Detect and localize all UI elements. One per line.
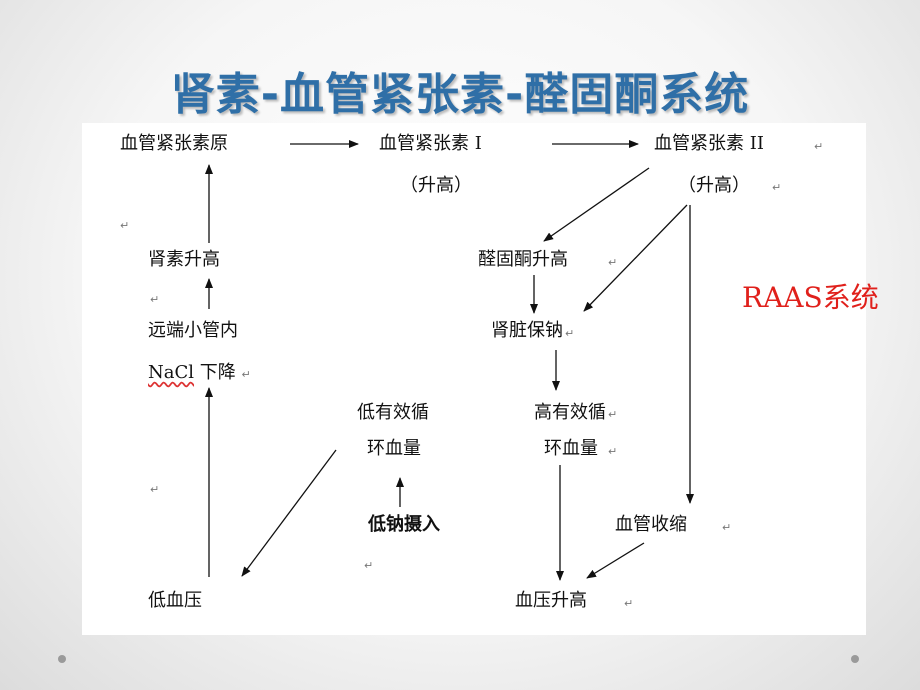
return-mark: ↵ [772,181,782,194]
return-mark: ↵ [814,140,824,153]
return-mark: ↵ [241,368,251,381]
node-kidney-na-retention: 肾脏保钠 [491,320,563,341]
return-mark: ↵ [608,408,618,421]
return-mark: ↵ [565,327,575,340]
return-mark: ↵ [722,521,732,534]
node-angiotensinogen: 血管紧张素原 [120,133,228,154]
return-mark: ↵ [150,293,160,306]
return-mark: ↵ [150,483,160,496]
slide-title: 肾素-血管紧张素-醛固酮系统 [170,69,750,120]
node-low-bp: 低血压 [148,590,202,611]
node-low-ecv-line1: 低有效循 [357,402,429,423]
node-renin-up: 肾素升高 [148,249,220,270]
arrow-ang2-to-aldosterone [543,167,650,242]
node-low-ecv-line2: 环血量 [367,438,421,459]
return-mark: ↵ [364,559,374,572]
decorative-dot-right [851,655,859,663]
node-distal-tubule: 远端小管内 [148,320,238,341]
return-mark: ↵ [624,597,634,610]
node-vasoconstriction: 血管收缩 [615,514,687,535]
node-angiotensin-1-note: （升高） [400,175,472,196]
node-bp-up: 血压升高 [515,590,587,611]
diagram-panel: 血管紧张素原 血管紧张素 I （升高） 血管紧张素 II ↵ （升高） ↵ ↵ … [82,123,866,635]
nacl-down-text: 下降 [199,362,236,383]
arrows-layer [205,140,694,581]
arrow-ang2-to-kidney [583,204,688,312]
node-aldosterone-up: 醛固酮升高 [478,249,568,270]
raas-side-label: RAAS系统 [742,281,879,314]
arrow-vasoconstriction-to-bpup [586,542,645,579]
nacl-label: NaCl [148,362,195,383]
node-low-sodium-intake: 低钠摄入 [368,514,440,535]
node-angiotensin-2: 血管紧张素 II [654,133,764,154]
arrow-lowecv-to-lowbp [241,449,337,577]
return-mark: ↵ [608,256,618,269]
node-high-ecv-line1: 高有效循 [534,402,606,423]
return-mark: ↵ [120,219,130,232]
node-high-ecv-line2: 环血量 [544,438,598,459]
decorative-dot-left [58,655,66,663]
return-mark: ↵ [608,445,618,458]
node-angiotensin-2-note: （升高） [678,175,750,196]
node-nacl-down: NaCl 下降 ↵ [148,362,251,386]
node-angiotensin-1: 血管紧张素 I [379,133,482,154]
